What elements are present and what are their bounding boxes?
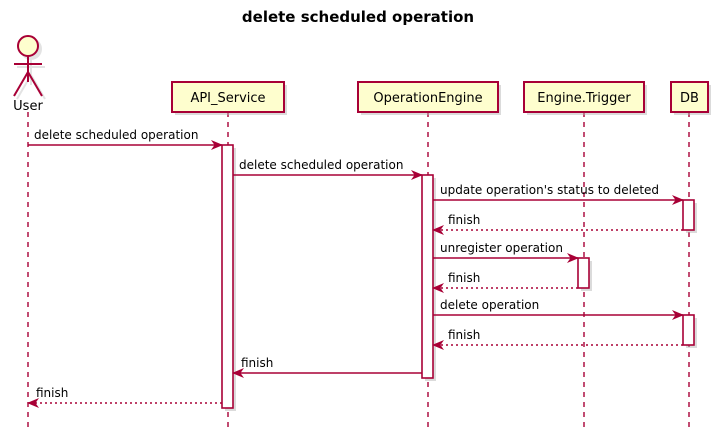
actor-label-user: User [13, 99, 43, 114]
activation-bar-engine [421, 174, 434, 379]
participants-group: API_Service OperationEngine Engine.Trigger… [171, 81, 711, 115]
message-label-msg-5: unregister operation [440, 241, 563, 255]
message-msg-9[interactable]: finish [232, 356, 422, 378]
participant-label-api: API_Service [190, 91, 265, 106]
actor-leg-right [30, 74, 46, 100]
participant-label-db: DB [680, 91, 699, 106]
message-msg-4[interactable]: finish [432, 213, 683, 235]
participant-box-api[interactable] [171, 81, 285, 113]
actor-leg-left [13, 71, 29, 97]
message-label-msg-4: finish [448, 213, 480, 227]
actor-head-icon [17, 35, 39, 57]
message-label-msg-7: delete operation [440, 298, 539, 312]
participant-box-trigger[interactable] [523, 81, 645, 113]
participant-label-engine: OperationEngine [373, 91, 482, 106]
actor-leg-right [27, 71, 43, 97]
message-msg-8[interactable]: finish [432, 328, 683, 350]
actor-figure[interactable] [13, 35, 43, 97]
participant-label-trigger: Engine.Trigger [537, 91, 631, 106]
activation-bars-group [221, 144, 697, 411]
activation-bar-db [682, 314, 695, 346]
message-msg-1[interactable]: delete scheduled operation [28, 128, 223, 150]
activation-bar-api [221, 144, 234, 409]
message-label-msg-10: finish [36, 386, 68, 400]
message-msg-10[interactable]: finish [27, 386, 222, 408]
message-msg-7[interactable]: delete operation [433, 298, 684, 320]
participant-box-engine[interactable] [357, 81, 499, 113]
activation-bar-db [682, 199, 695, 231]
page-title: delete scheduled operation [242, 8, 474, 26]
message-label-msg-9: finish [241, 356, 273, 370]
message-label-msg-3: update operation's status to deleted [440, 183, 659, 197]
message-msg-3[interactable]: update operation's status to deleted [433, 183, 684, 205]
activation-bar-trigger [577, 257, 590, 289]
participant-box-db[interactable] [670, 81, 709, 113]
message-msg-6[interactable]: finish [432, 271, 578, 293]
message-label-msg-6: finish [448, 271, 480, 285]
messages-group: delete scheduled operation delete schedul… [27, 128, 684, 408]
actor-user-figure: User [13, 35, 46, 114]
message-msg-5[interactable]: unregister operation [433, 241, 579, 263]
message-msg-2[interactable]: delete scheduled operation [233, 158, 423, 180]
message-label-msg-1: delete scheduled operation [34, 128, 198, 142]
message-label-msg-2: delete scheduled operation [239, 158, 403, 172]
message-label-msg-8: finish [448, 328, 480, 342]
